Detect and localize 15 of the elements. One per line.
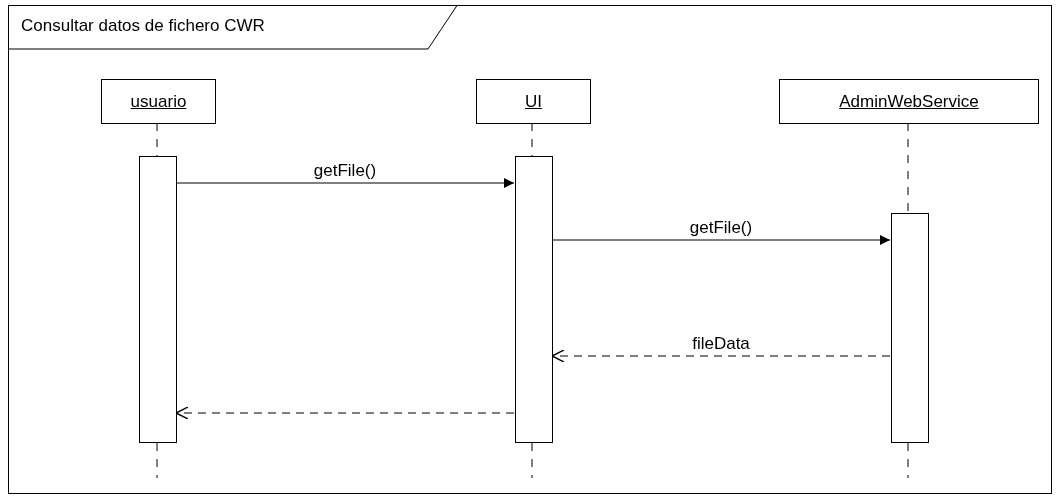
- lifeline-head: usuario: [101, 79, 216, 124]
- message-label: getFile(): [313, 161, 377, 181]
- return-arrow: [551, 349, 891, 363]
- frame: [8, 5, 1052, 494]
- lifeline-head: AdminWebService: [779, 79, 1039, 124]
- frame-title: Consultar datos de fichero CWR: [21, 16, 265, 36]
- message-label: getFile(): [689, 218, 753, 238]
- message-arrow: [175, 178, 515, 188]
- lifeline-head: UI: [476, 79, 591, 124]
- message-label: fileData: [692, 334, 750, 354]
- message-arrow: [551, 235, 891, 245]
- activation-bar: [891, 213, 929, 443]
- activation-bar: [515, 156, 553, 443]
- return-arrow: [175, 406, 515, 420]
- activation-bar: [139, 156, 177, 443]
